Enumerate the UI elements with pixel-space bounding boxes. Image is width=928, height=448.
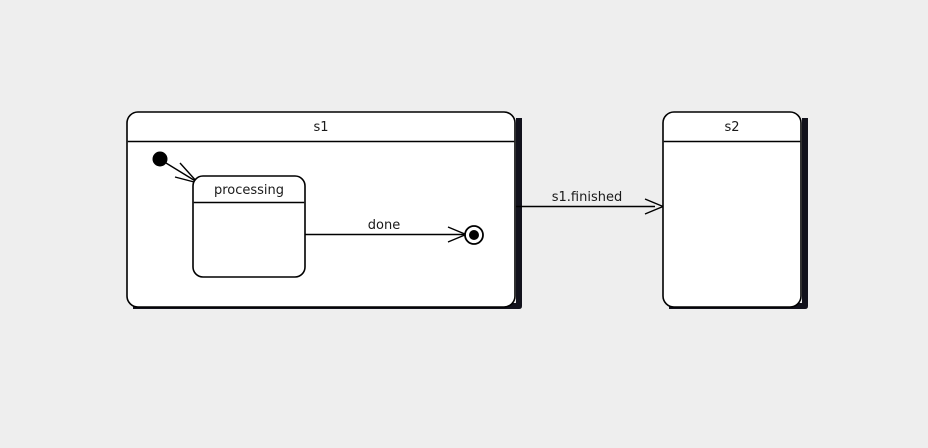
state-s1[interactable]: s1 (126, 111, 522, 309)
state-s1-label: s1 (313, 120, 328, 135)
state-processing[interactable]: processing (192, 175, 306, 278)
state-s1-border (126, 111, 516, 308)
state-processing-border (192, 175, 306, 278)
state-s2-border (662, 111, 802, 308)
state-processing-label: processing (214, 183, 284, 198)
final-state-node[interactable] (464, 225, 484, 245)
initial-state-node[interactable] (152, 151, 168, 167)
state-s2[interactable]: s2 (662, 111, 808, 309)
transition-initial-line (165, 162, 198, 183)
state-s2-label: s2 (724, 120, 739, 135)
transition-done-label: done (368, 218, 400, 233)
final-state-inner-dot (469, 230, 479, 240)
transition-done[interactable]: done (305, 218, 468, 243)
initial-state-dot (152, 151, 168, 167)
state-s2-body-fill (663, 112, 801, 307)
state-processing-body-fill (193, 176, 305, 277)
transition-s1-finished-label: s1.finished (552, 190, 622, 205)
